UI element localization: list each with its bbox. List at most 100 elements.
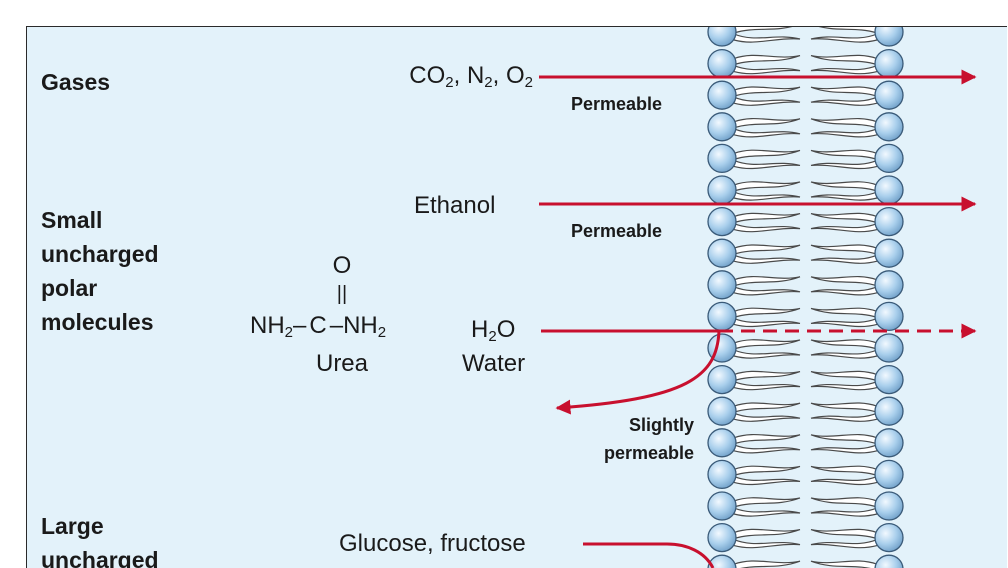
- lipid-tail: [733, 339, 801, 350]
- lipid-tail: [733, 443, 801, 454]
- lipid-tail: [818, 27, 878, 34]
- lipid-head: [707, 80, 737, 110]
- lipid-tail: [810, 507, 878, 517]
- lipid-tail: [733, 285, 801, 296]
- lipid-bilayer: [707, 27, 904, 568]
- ethanol-permeable-label: Permeable: [571, 221, 663, 241]
- lipid-tail: [733, 465, 801, 477]
- lipid-tail: [733, 507, 801, 517]
- urea-name: Urea: [315, 350, 369, 377]
- lipid-head: [874, 80, 904, 110]
- lipid-tail: [810, 54, 878, 66]
- lipid-tail: [810, 497, 878, 508]
- lipid-head: [707, 301, 737, 332]
- glucose-arrow: [583, 542, 715, 568]
- lipid-tail: [810, 254, 878, 264]
- urea-oxygen: O: [332, 252, 352, 279]
- lipid-head: [707, 554, 737, 568]
- lipid-tail: [810, 402, 878, 414]
- lipid-tail: [810, 117, 878, 129]
- lipid-tail: [733, 117, 801, 129]
- lipid-head: [874, 459, 904, 490]
- lipid-head: [707, 396, 737, 426]
- lipid-tail: [733, 212, 801, 224]
- lipid-tail: [733, 86, 801, 98]
- lipid-tail: [733, 433, 801, 445]
- lipid-tail: [810, 317, 878, 328]
- water-slightly-permeable-label: Slightly permeable: [603, 415, 694, 463]
- water-deflected-arrow: [555, 330, 721, 415]
- lipid-tail: [733, 191, 801, 201]
- lipid-tail: [810, 64, 878, 75]
- lipid-head: [874, 27, 904, 47]
- lipid-tail: [733, 307, 801, 319]
- lipid-tail: [810, 159, 878, 170]
- lipid-tail: [810, 412, 878, 422]
- lipid-tail: [733, 222, 801, 233]
- lipid-head: [874, 112, 904, 142]
- lipid-tail: [733, 149, 801, 161]
- lipid-tail: [733, 96, 801, 106]
- lipid-head: [707, 27, 737, 47]
- lipid-tail: [733, 127, 801, 138]
- lipid-head: [874, 301, 904, 332]
- lipid-tail: [733, 181, 801, 192]
- lipid-tail: [810, 339, 878, 350]
- lipid-tail: [810, 370, 878, 382]
- lipid-tail: [733, 54, 801, 66]
- diagram-panel: Gases Small uncharged polar molecules La…: [26, 26, 1007, 568]
- membrane-diagram: [539, 27, 977, 568]
- lipid-head: [707, 491, 737, 521]
- lipid-tail: [810, 181, 878, 192]
- category-small-uncharged-polar: Small uncharged polar molecules: [41, 207, 159, 335]
- lipid-tail: [810, 465, 878, 477]
- lipid-head: [874, 48, 904, 79]
- lipid-tail: [810, 285, 878, 296]
- lipid-head: [707, 522, 737, 553]
- lipid-tail: [810, 475, 878, 486]
- lipid-tail: [810, 528, 878, 540]
- lipid-head: [874, 238, 904, 268]
- lipid-tail: [810, 149, 878, 161]
- lipid-head: [874, 270, 904, 300]
- water-formula: H2O: [471, 316, 516, 345]
- lipid-tail: [810, 244, 878, 256]
- urea-formula: NH2–C–NH2: [250, 312, 387, 341]
- lipid-tail: [733, 402, 801, 414]
- lipid-tail: [810, 191, 878, 201]
- lipid-tail: [733, 275, 801, 287]
- gases-permeable-label: Permeable: [571, 94, 663, 114]
- lipid-head: [874, 522, 904, 553]
- lipid-tail: [810, 96, 878, 106]
- lipid-tail: [733, 317, 801, 328]
- lipid-tail: [810, 443, 878, 454]
- lipid-tail: [810, 222, 878, 233]
- lipid-head: [707, 270, 737, 300]
- lipid-tail: [733, 475, 801, 486]
- category-large-uncharged: Large uncharged: [41, 513, 159, 568]
- lipid-tail: [733, 528, 801, 540]
- category-gases: Gases: [41, 69, 111, 95]
- gases-formula: CO2, N2, O2: [409, 62, 533, 91]
- lipid-head: [707, 428, 737, 458]
- lipid-tail: [810, 349, 878, 359]
- lipid-tail: [733, 412, 801, 422]
- lipid-tail: [733, 27, 793, 34]
- lipid-head: [707, 364, 737, 395]
- lipid-tail: [733, 159, 801, 170]
- lipid-tail: [810, 307, 878, 319]
- lipid-head: [874, 333, 904, 363]
- lipid-tail: [810, 212, 878, 224]
- lipid-head: [707, 143, 737, 174]
- ethanol-label: Ethanol: [414, 192, 496, 219]
- lipid-tail: [733, 244, 801, 256]
- lipid-head: [707, 112, 737, 142]
- lipid-tail: [810, 380, 878, 391]
- lipid-head: [707, 459, 737, 490]
- lipid-head: [707, 175, 737, 205]
- lipid-tail: [733, 349, 801, 359]
- lipid-tail: [810, 127, 878, 138]
- lipid-tail: [733, 33, 801, 43]
- urea-double-bond: ||: [336, 283, 348, 305]
- water-name: Water: [462, 350, 526, 377]
